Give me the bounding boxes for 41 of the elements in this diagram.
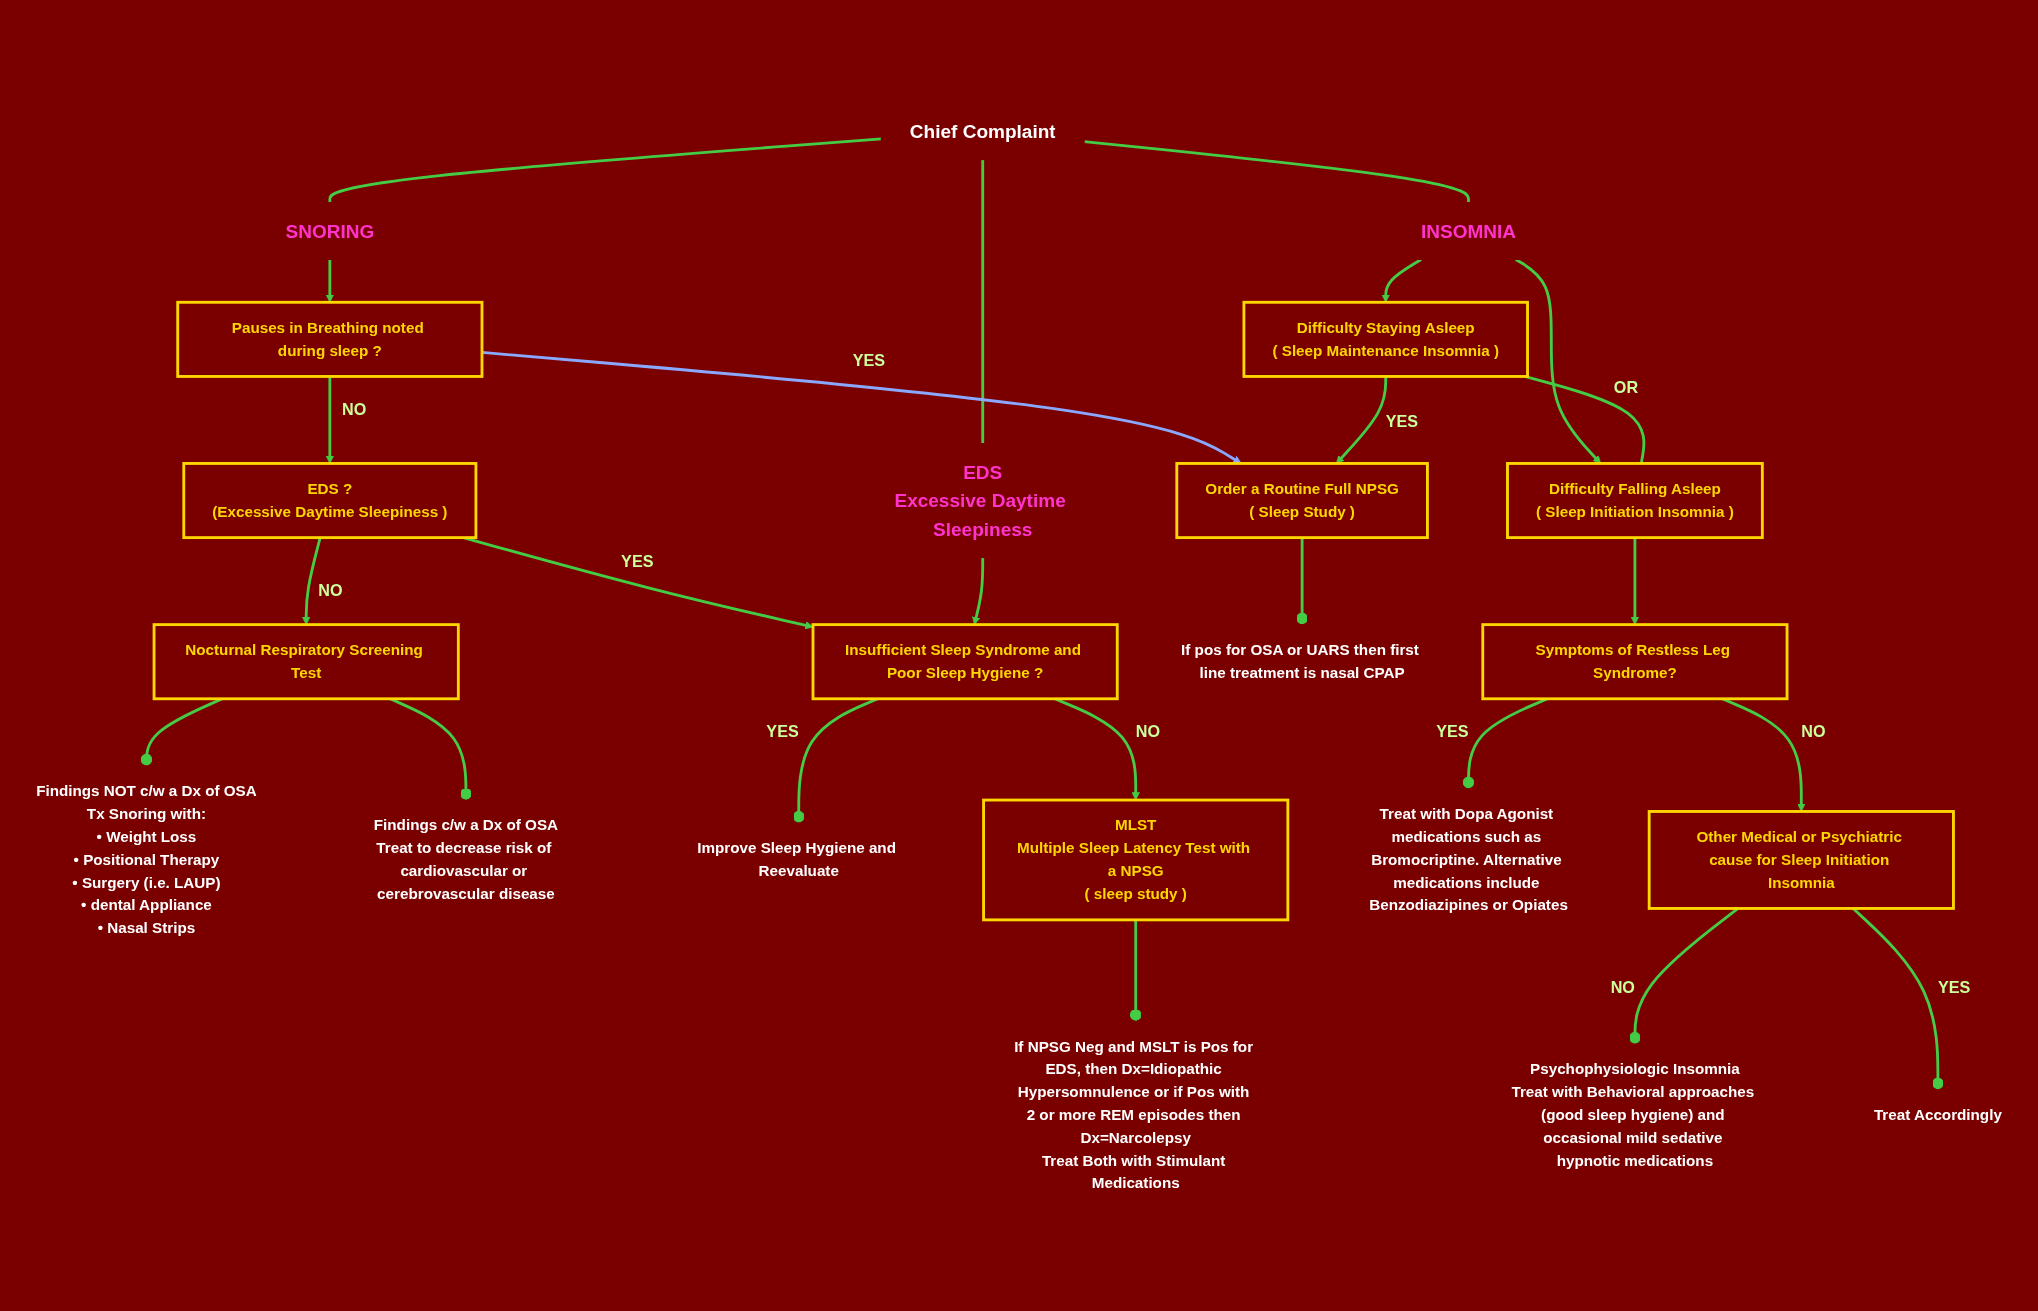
edge-label: NO: [318, 581, 343, 600]
edge-label: NO: [1610, 977, 1635, 996]
node-text: If NPSG Neg and MSLT is Pos for EDS, then Dx=Idiopathic Hypersomnulence or if Pos with 2 or more REM episodes then Dx=Narcolepsy Treat Both with Stimulant Medications: [1014, 1037, 1254, 1191]
node-text: EDS Excessive Daytime Sleepiness: [894, 461, 1066, 540]
node-text: Findings NOT c/w a Dx of OSA Tx Snoring with: • Weight Loss • Positional Therapy • Surgery (i.e. LAUP) • dental Appliance • Nasal Strips: [36, 782, 257, 936]
node-text: If pos for OSA or UARS then first line treatment is nasal CPAP: [1181, 641, 1419, 681]
node-box: Difficulty Staying Asleep ( Sleep Maintenance Insomnia ): [1242, 300, 1529, 378]
node-text: SNORING: [285, 220, 375, 241]
edge-label: YES: [1385, 412, 1419, 431]
node-text: Psychophysiologic Insomnia Treat with Behavioral approaches (good sleep hygiene) and occasional mild sedative hypnotic medications: [1511, 1060, 1755, 1169]
node-box: Other Medical or Psychiatric cause for Sleep Initiation Insomnia: [1647, 809, 1955, 910]
connector: [1296, 537, 1308, 625]
node-box: Insufficient Sleep Syndrome and Poor Sleep Hygiene ?: [811, 622, 1119, 700]
node-text: INSOMNIA: [1420, 220, 1517, 241]
node-text: Improve Sleep Hygiene and Reevaluate: [697, 839, 896, 879]
node-box: EDS ? (Excessive Daytime Sleepiness ): [182, 461, 478, 539]
connector: [981, 159, 985, 443]
node-box: Symptoms of Restless Leg Syndrome?: [1481, 622, 1789, 700]
connector: [328, 136, 882, 203]
edge-label: YES: [766, 722, 799, 741]
edge-label: YES: [852, 351, 886, 370]
node-text: Chief Complaint: [909, 120, 1056, 142]
edge-label: OR: [1613, 378, 1639, 397]
node-box: Order a Routine Full NPSG ( Sleep Study ): [1175, 461, 1429, 539]
node-box: Nocturnal Respiratory Screening Test: [152, 622, 460, 700]
node-text: Findings c/w a Dx of OSA Treat to decrease risk of cardiovascular or cerebrovascular disease: [373, 816, 559, 902]
node-text: Treat with Dopa Agonist medications such as Bromocriptine. Alternative medications include Benzodiazipines or Opiates: [1369, 805, 1568, 913]
connector: [1084, 139, 1470, 202]
node-box: MLST Multiple Sleep Latency Test with a NPSG ( sleep study ): [982, 798, 1290, 921]
edge-label: NO: [1801, 722, 1826, 741]
edge-label: NO: [1135, 722, 1160, 741]
edge-label: NO: [341, 400, 367, 419]
node-text: Treat Accordingly: [1873, 1106, 2002, 1123]
edge-label: YES: [1937, 977, 1971, 996]
node-box: Pauses in Breathing noted during sleep ?: [176, 300, 484, 378]
edge-label: YES: [1436, 722, 1469, 741]
node-box: Difficulty Falling Asleep ( Sleep Initiation Insomnia ): [1506, 461, 1764, 539]
connector: [1129, 919, 1142, 1021]
edge-label: YES: [621, 551, 654, 570]
arrow: [1630, 537, 1640, 625]
arrow: [972, 557, 985, 625]
